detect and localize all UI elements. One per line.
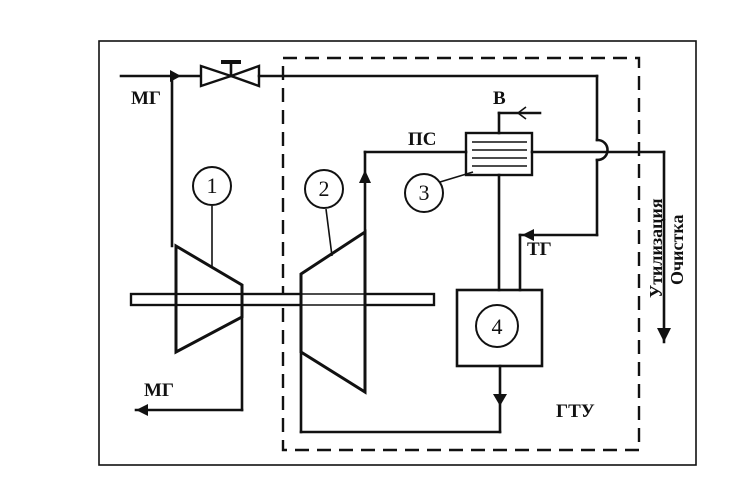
outer-frame <box>98 40 697 466</box>
gtu-boundary <box>281 56 641 452</box>
label-ps: ПС <box>408 129 437 150</box>
callout-4-circle <box>475 304 519 348</box>
callout-2-circle <box>304 169 344 209</box>
mg-outlet-arrow <box>136 404 148 416</box>
turbine-exhaust-arrow <box>359 170 371 183</box>
callout-1-label: 1 <box>207 173 218 198</box>
heat-exchanger-3 <box>464 131 534 177</box>
callout-3-circle <box>404 173 444 213</box>
callout-2-leader <box>325 208 333 257</box>
turbine-2 <box>299 229 367 395</box>
label-gtu: ГТУ <box>556 401 595 422</box>
valve-left <box>199 64 235 88</box>
callout-1-circle <box>192 166 232 206</box>
compressor-1 <box>174 243 244 355</box>
label-mg-out: МГ <box>144 380 174 401</box>
combustor-outlet-arrow <box>493 394 507 406</box>
label-utilization: Утилизация <box>646 198 666 298</box>
tg-arrow <box>522 229 534 241</box>
line-crossover <box>595 138 609 162</box>
callout-3-label: 3 <box>419 180 430 205</box>
label-cleaning: Очистка <box>667 215 687 285</box>
valve-right <box>227 64 261 88</box>
shaft-overlay <box>129 292 436 307</box>
air-inlet-arrow <box>516 106 527 120</box>
label-v: В <box>493 88 506 109</box>
callout-3-leader <box>439 171 474 183</box>
callout-2-label: 2 <box>319 176 330 201</box>
label-tg: ТГ <box>527 239 552 260</box>
outlet-arrow <box>657 328 671 342</box>
label-mg-in: МГ <box>131 88 161 109</box>
callout-4-label: 4 <box>492 314 503 339</box>
